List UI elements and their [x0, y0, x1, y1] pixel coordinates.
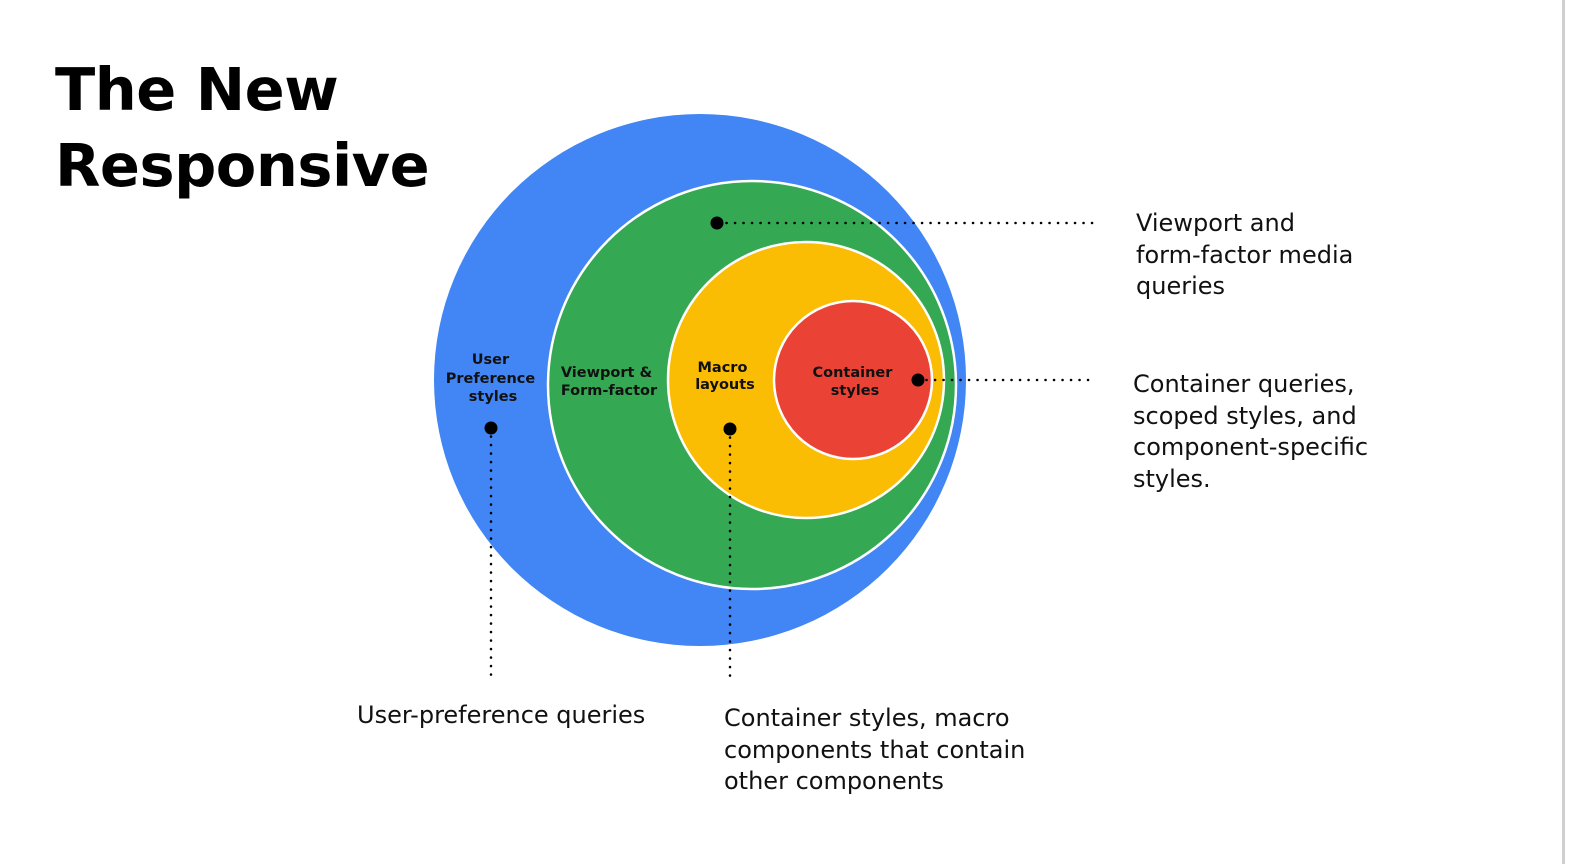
- slide-edge-divider: [1562, 0, 1565, 864]
- label-user-preference: User Preference styles: [446, 352, 541, 405]
- marker-dot-user-preference: [484, 421, 498, 435]
- callout-user-preference: User-preference queries: [357, 701, 646, 729]
- page-title: The New Responsive: [55, 52, 430, 204]
- label-container-styles: Container styles: [813, 365, 898, 399]
- marker-dot-container: [911, 373, 925, 387]
- callout-viewport: Viewport and form-factor media queries: [1136, 209, 1354, 300]
- circle-container-styles: [772, 299, 934, 461]
- label-macro-layouts: Macro layouts: [695, 360, 755, 393]
- callout-macro: Container styles, macro components that …: [724, 704, 1026, 795]
- marker-dot-macro: [723, 422, 737, 436]
- label-viewport: Viewport & Form-factor: [561, 365, 658, 399]
- title-line-1: The New: [55, 55, 339, 124]
- title-line-2: Responsive: [55, 131, 430, 200]
- marker-dot-viewport: [710, 216, 724, 230]
- callout-container: Container queries, scoped styles, and co…: [1133, 370, 1369, 493]
